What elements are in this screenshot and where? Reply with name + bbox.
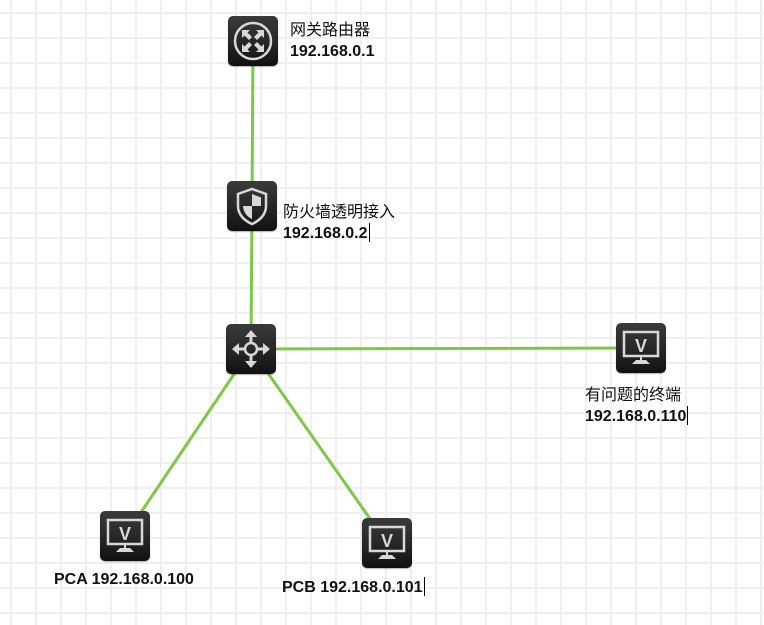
pc-node-pcb[interactable]: V: [362, 518, 412, 568]
pc-node-pca[interactable]: V: [100, 511, 150, 561]
firewall-name: 防火墙透明接入: [283, 202, 396, 221]
link-switch-problem-terminal[interactable]: [250, 346, 642, 351]
firewall-node[interactable]: [227, 181, 277, 231]
text-caret: [368, 223, 370, 242]
firewall-ip: 192.168.0.2: [283, 225, 368, 242]
router-node[interactable]: [228, 16, 278, 66]
switch-icon: [232, 330, 270, 368]
router-ip: 192.168.0.1: [290, 43, 375, 60]
monitor-icon: V: [106, 518, 144, 552]
link-switch-pcb[interactable]: [249, 348, 389, 544]
router-label: 网关路由器 192.168.0.1: [290, 19, 375, 63]
firewall-label: 防火墙透明接入 192.168.0.2: [283, 201, 395, 245]
problem-terminal-label: 有问题的终端 192.168.0.110: [585, 384, 689, 428]
link-switch-pca[interactable]: [123, 348, 253, 537]
pca-label: PCA 192.168.0.100: [54, 571, 194, 588]
svg-text:V: V: [119, 524, 131, 544]
link-gateway-router-firewall[interactable]: [250, 40, 255, 207]
pcb-label-wrap: PCB 192.168.0.101: [282, 577, 425, 599]
svg-text:V: V: [381, 531, 393, 551]
shield-icon: [236, 187, 268, 226]
monitor-icon: V: [368, 525, 406, 559]
text-caret: [423, 577, 425, 596]
pcb-label: PCB 192.168.0.101: [282, 579, 423, 596]
switch-node[interactable]: [226, 324, 276, 374]
text-caret: [687, 406, 689, 425]
monitor-icon: V: [622, 330, 660, 364]
pc-node-problem-terminal[interactable]: V: [616, 323, 666, 373]
problem-terminal-ip: 192.168.0.110: [585, 408, 687, 425]
problem-terminal-name: 有问题的终端: [585, 385, 682, 404]
router-name: 网关路由器: [290, 20, 371, 39]
router-icon: [233, 21, 273, 61]
svg-text:V: V: [635, 336, 647, 356]
